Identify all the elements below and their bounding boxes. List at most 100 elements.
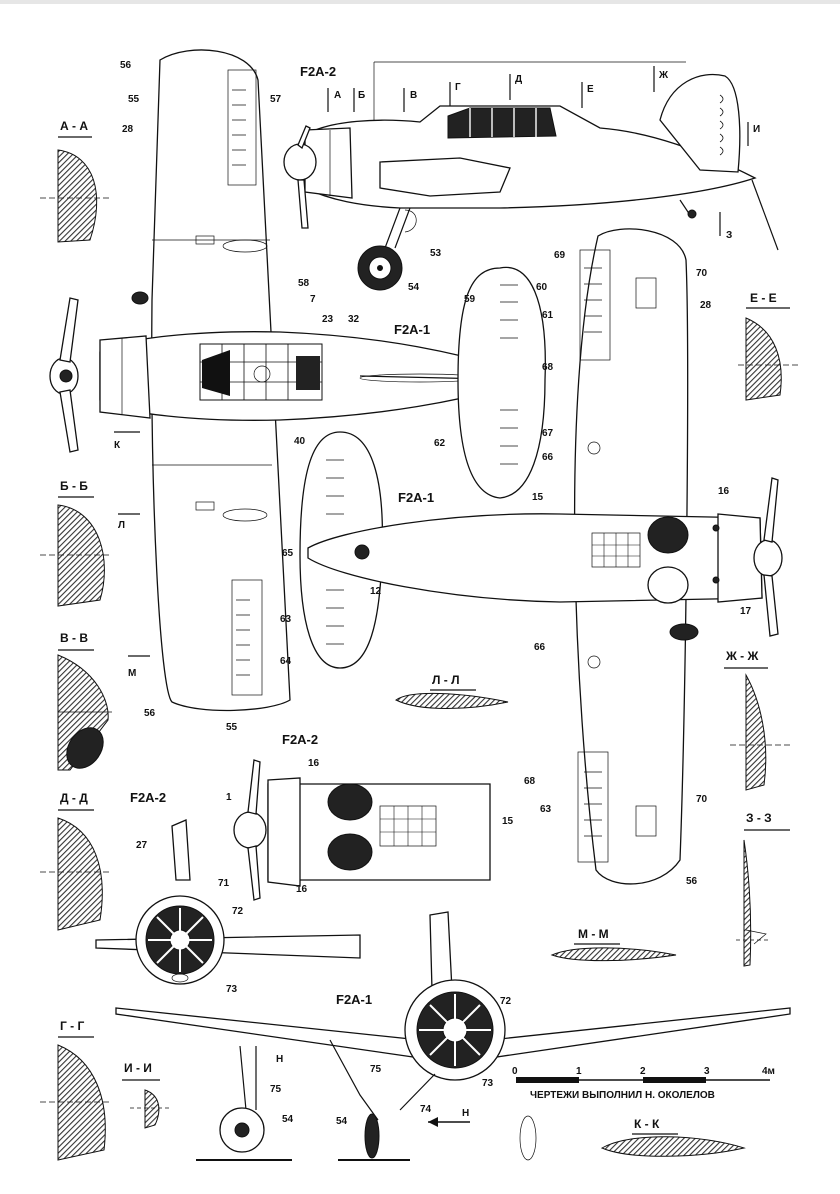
callout-28: 28 (122, 124, 134, 135)
callout-1: 1 (226, 792, 232, 803)
bottom-view-title: F2A-1 (398, 490, 434, 505)
station-markers: А Б В Г Д Е Ж И З (327, 66, 760, 241)
section-kk: К - К (519, 1115, 746, 1161)
station-v: В (410, 90, 417, 101)
callout-70: 70 (696, 268, 708, 279)
station-g: Г (455, 82, 461, 93)
station-i: И (753, 124, 760, 135)
callout-57: 57 (270, 94, 282, 105)
callout-63b: 63 (540, 804, 552, 815)
top-view-title: F2A-1 (394, 322, 430, 337)
scale-tick-1: 1 (576, 1066, 582, 1077)
section-label-bb: Б - Б (60, 479, 88, 493)
callout-68: 68 (542, 362, 554, 373)
callout-16b: 16 (308, 758, 320, 769)
callout-66: 66 (542, 452, 554, 463)
callout-73b: 73 (482, 1078, 494, 1089)
gear-detail (196, 1045, 292, 1161)
callout-63: 63 (280, 614, 292, 625)
front-view-f2a1: F2A-1 (115, 911, 791, 1161)
cut-mark-n1: Н (276, 1054, 283, 1065)
station-b: Б (358, 90, 365, 101)
callout-75: 75 (270, 1084, 282, 1095)
section-zhzh: Ж - Ж (724, 649, 790, 791)
callout-56b: 56 (144, 708, 156, 719)
callout-66b: 66 (534, 642, 546, 653)
side-canopy (447, 107, 557, 139)
callout-67: 67 (542, 428, 554, 439)
section-label-ee: Е - Е (750, 291, 777, 305)
station-zh: Ж (658, 70, 669, 81)
front-large-title: F2A-1 (336, 992, 372, 1007)
callout-16c: 16 (296, 884, 308, 895)
callout-28b: 28 (700, 300, 712, 311)
section-bb: Б - Б (40, 479, 112, 607)
side-view-f2a2: F2A-2 А Б В Г Д Е Ж И З (283, 61, 779, 291)
section-label-dd: Д - Д (60, 791, 88, 805)
section-label-aa: А - А (60, 119, 88, 133)
callout-15: 15 (532, 492, 544, 503)
scale-tick-0: 0 (512, 1066, 518, 1077)
section-vv: В - В (57, 631, 112, 771)
callout-73: 73 (226, 984, 238, 995)
nose-bottom-title: F2A-2 (282, 732, 318, 747)
callout-23: 23 (322, 314, 334, 325)
callout-54b: 54 (282, 1114, 294, 1125)
section-ee: Е - Е (738, 291, 800, 401)
callout-68b: 68 (524, 776, 536, 787)
section-label-ii: И - И (124, 1061, 152, 1075)
callout-27: 27 (136, 840, 148, 851)
callout-71: 71 (218, 878, 230, 889)
cut-mark-l: Л (118, 520, 125, 531)
cut-markers: К Л М Н Н (114, 431, 469, 1119)
section-label-zhzh: Ж - Ж (725, 649, 759, 663)
callout-60: 60 (536, 282, 548, 293)
side-view-title: F2A-2 (300, 64, 336, 79)
callout-53: 53 (430, 248, 442, 259)
station-z: З (726, 230, 732, 241)
bottom-view-f2a1: F2A-1 (307, 228, 783, 885)
callout-7: 7 (310, 294, 316, 305)
section-label-vv: В - В (60, 631, 88, 645)
callout-55b: 55 (226, 722, 238, 733)
top-border (0, 0, 840, 4)
callout-40: 40 (294, 436, 306, 447)
callout-56c: 56 (686, 876, 698, 887)
callout-15b: 15 (502, 816, 514, 827)
callout-70b: 70 (696, 794, 708, 805)
callout-17: 17 (740, 606, 752, 617)
callout-69: 69 (554, 250, 566, 261)
top-view-f2a1: F2A-1 (49, 49, 543, 712)
callout-32: 32 (348, 314, 360, 325)
station-e: Е (587, 84, 594, 95)
front-view-f2a2: F2A-2 (95, 790, 361, 985)
cut-mark-k: К (114, 440, 121, 451)
callout-61: 61 (542, 310, 554, 321)
scale-tick-4: 4м (762, 1066, 775, 1077)
side-spinner (283, 143, 317, 181)
callout-55: 55 (128, 94, 140, 105)
callout-65: 65 (282, 548, 294, 559)
scale-tick-2: 2 (640, 1066, 646, 1077)
callout-59: 59 (464, 294, 476, 305)
section-label-kk: К - К (634, 1117, 660, 1131)
callout-64: 64 (280, 656, 292, 667)
callout-54c: 54 (336, 1116, 348, 1127)
section-ll: Л - Л (395, 673, 509, 709)
drawing-credit: ЧЕРТЕЖИ ВЫПОЛНИЛ Н. ОКОЛЕЛОВ (530, 1090, 715, 1101)
callout-75b: 75 (370, 1064, 382, 1075)
section-zz: З - З (736, 811, 790, 967)
nose-bottom-view-f2a2: F2A-2 (233, 732, 491, 901)
section-label-gg: Г - Г (60, 1019, 84, 1033)
section-aa: А - А (40, 119, 110, 243)
section-mm: М - М (550, 927, 677, 962)
callout-72b: 72 (500, 996, 512, 1007)
callout-62: 62 (434, 438, 446, 449)
station-a: А (334, 90, 341, 101)
section-ii: И - И (122, 1061, 170, 1129)
callouts: 56 55 57 28 58 7 23 32 40 53 54 59 60 61… (120, 60, 752, 1127)
section-label-zz: З - З (746, 811, 772, 825)
callout-54: 54 (408, 282, 420, 293)
scale-bar: 0 1 2 3 4м ЧЕРТЕЖИ ВЫПОЛНИЛ Н. ОКОЛЕЛОВ (512, 1066, 775, 1101)
